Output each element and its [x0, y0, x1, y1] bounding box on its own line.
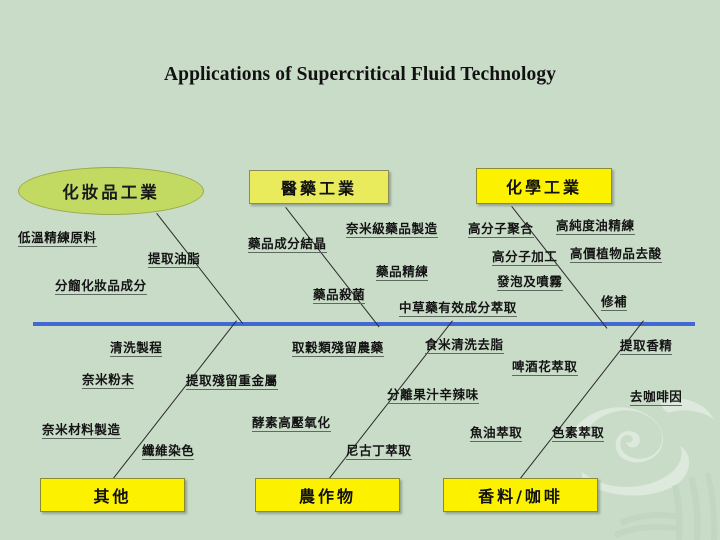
- category-label-chemical: 化學工業: [505, 178, 582, 197]
- leaf-label: 藥品殺菌: [313, 288, 366, 305]
- leaf-label: 尼古丁萃取: [346, 444, 412, 461]
- head-label: 化妝品工業: [62, 183, 160, 202]
- category-box-pharma[interactable]: 醫藥工業: [249, 170, 389, 204]
- leaf-label: 纖維染色: [142, 444, 195, 461]
- category-box-spice[interactable]: 香料/咖啡: [443, 478, 598, 512]
- leaf-label: 提取油脂: [148, 252, 201, 269]
- leaf-label: 奈米粉末: [82, 373, 135, 390]
- leaf-label: 酵素高壓氧化: [252, 416, 331, 433]
- leaf-label: 分離果汁辛辣味: [387, 388, 479, 405]
- leaf-label: 提取香精: [620, 339, 673, 356]
- leaf-label: 高分子聚合: [468, 222, 534, 239]
- category-label-other: 其他: [93, 487, 132, 506]
- leaf-label: 清洗製程: [110, 341, 163, 358]
- leaf-label: 低溫精練原料: [18, 231, 97, 248]
- leaf-label: 藥品精練: [376, 265, 429, 282]
- leaf-label: 取穀類殘留農藥: [292, 341, 384, 358]
- leaf-label: 高價植物品去酸: [570, 247, 662, 264]
- category-label-spice: 香料/咖啡: [478, 487, 563, 506]
- leaf-label: 啤酒花萃取: [512, 360, 578, 377]
- leaf-label: 修補: [601, 295, 628, 312]
- category-box-chemical[interactable]: 化學工業: [476, 168, 612, 204]
- fishbone-head-cosmetics[interactable]: 化妝品工業: [18, 167, 204, 215]
- leaf-label: 食米清洗去脂: [425, 338, 504, 355]
- leaf-label: 分餾化妝品成分: [55, 279, 147, 296]
- leaf-label: 藥品成分結晶: [248, 237, 327, 254]
- fishbone-spine: [33, 322, 695, 326]
- leaf-label: 奈米級藥品製造: [346, 222, 438, 239]
- bone-cosmetics: [156, 213, 244, 324]
- leaf-label: 魚油萃取: [470, 426, 523, 443]
- leaf-label: 發泡及噴霧: [497, 275, 563, 292]
- leaf-label: 高分子加工: [492, 250, 558, 267]
- leaf-label: 提取殘留重金屬: [186, 374, 278, 391]
- category-label-pharma: 醫藥工業: [280, 179, 357, 198]
- category-box-other[interactable]: 其他: [40, 478, 185, 512]
- leaf-label: 去咖啡因: [630, 390, 683, 407]
- category-label-crops: 農作物: [298, 487, 356, 506]
- leaf-label: 中草藥有效成分萃取: [399, 301, 517, 318]
- leaf-label: 高純度油精練: [556, 219, 635, 236]
- category-box-crops[interactable]: 農作物: [255, 478, 400, 512]
- page-title: Applications of Supercritical Fluid Tech…: [163, 64, 557, 85]
- leaf-label: 色素萃取: [552, 426, 605, 443]
- leaf-label: 奈米材料製造: [42, 423, 121, 440]
